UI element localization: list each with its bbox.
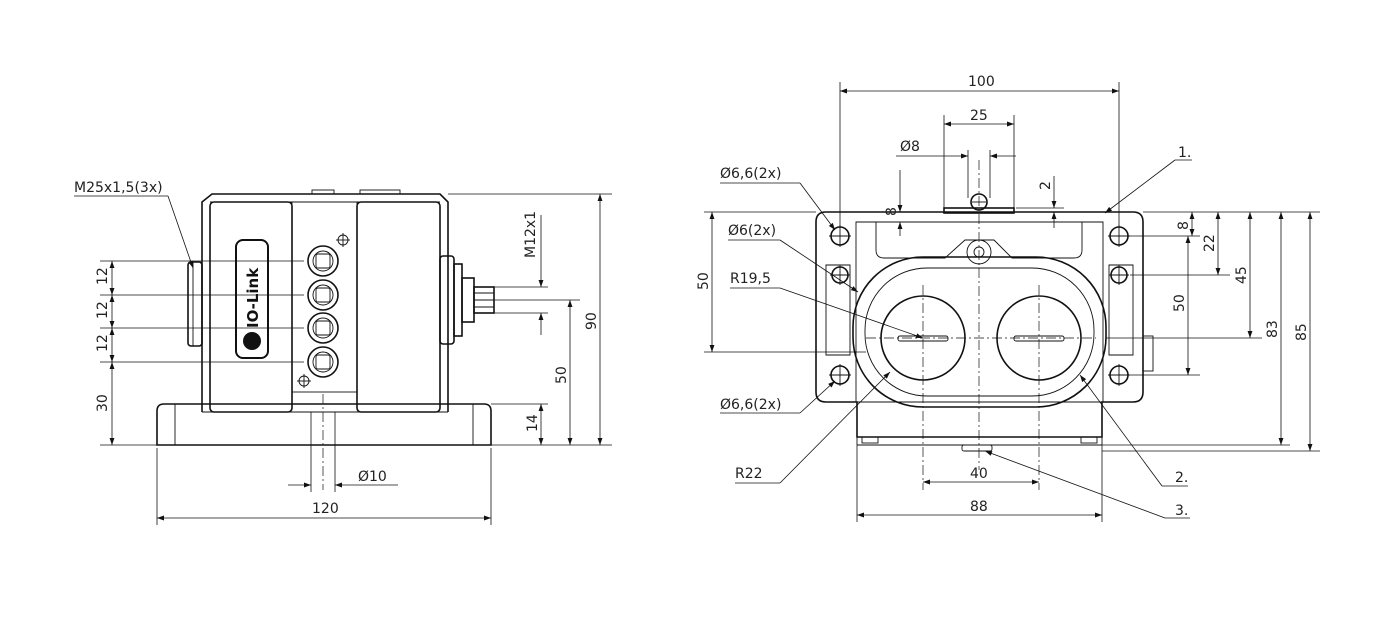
thread-label: M25x1,5(3x) xyxy=(74,180,163,196)
left-view: IO-Link 12 12 12 30 M25x1,5(3x) 120 Ø10 xyxy=(74,180,612,525)
mounting-holes xyxy=(829,225,1130,386)
dim-2: 2 xyxy=(1038,181,1054,190)
dim-40: 40 xyxy=(970,466,988,482)
svg-text:IO-Link: IO-Link xyxy=(244,267,262,328)
dim-12c: 12 xyxy=(95,334,111,352)
dim-50: 50 xyxy=(554,366,570,384)
dim-83: 83 xyxy=(1265,320,1281,338)
dim-100: 100 xyxy=(968,74,995,90)
dim-12b: 12 xyxy=(95,301,111,319)
right-view: 100 25 Ø8 2 8 Ø6,6(2x) Ø6(2x) 50 xyxy=(696,74,1320,522)
dim-8-right: 8 xyxy=(1176,221,1192,230)
dim-50-right: 50 xyxy=(1172,294,1188,312)
dim-14: 14 xyxy=(525,414,541,432)
dim-30: 30 xyxy=(95,394,111,412)
dim-12a: 12 xyxy=(95,267,111,285)
dim-50-left: 50 xyxy=(696,272,712,290)
callout-1: 1. xyxy=(1178,145,1191,161)
dim-dia10: Ø10 xyxy=(358,469,387,485)
dim-88: 88 xyxy=(970,499,988,515)
io-link-logo: IO-Link xyxy=(235,239,269,359)
dim-85: 85 xyxy=(1294,323,1310,341)
dim-45: 45 xyxy=(1234,266,1250,284)
dim-r22: R22 xyxy=(735,466,763,482)
dim-22: 22 xyxy=(1202,234,1218,252)
dim-120: 120 xyxy=(312,501,339,517)
callout-3: 3. xyxy=(1175,503,1188,519)
dim-dia66-bottom: Ø6,6(2x) xyxy=(720,397,781,413)
base-plate xyxy=(156,403,492,446)
dim-r195: R19,5 xyxy=(730,271,771,287)
dim-dia66-top: Ø6,6(2x) xyxy=(720,166,781,182)
dim-8-top: 8 xyxy=(884,207,900,216)
cable-gland xyxy=(187,261,203,347)
connector-label: M12x1 xyxy=(523,211,539,258)
callout-2: 2. xyxy=(1175,470,1188,486)
dim-90: 90 xyxy=(584,312,600,330)
dim-25: 25 xyxy=(970,108,988,124)
outer-oval xyxy=(852,256,1107,408)
dim-dia8: Ø8 xyxy=(900,139,920,155)
dim-dia6: Ø6(2x) xyxy=(728,223,776,239)
led-indicators xyxy=(307,245,339,378)
inner-body xyxy=(855,221,1104,403)
